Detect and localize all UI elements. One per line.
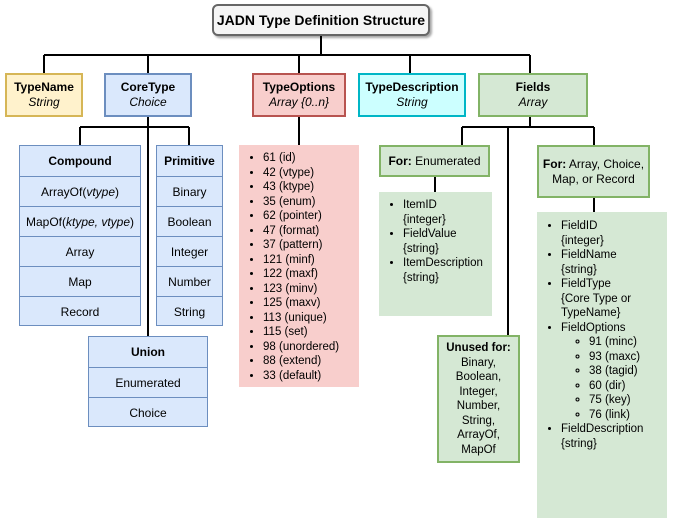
field-option: 75 (key) <box>589 393 667 408</box>
union-item: Choice <box>89 397 207 427</box>
mapof-arg: ktype, vtype <box>65 214 131 229</box>
type-option-item: 61 (id) <box>263 151 359 166</box>
unused-for-label: Unused for: <box>446 342 511 354</box>
type-option-item: 35 (enum) <box>263 195 359 210</box>
primitive-item: Number <box>157 266 222 296</box>
type-option-item: 122 (maxf) <box>263 267 359 282</box>
arrayof-prefix: ArrayOf( <box>40 184 87 199</box>
field-name-item: FieldName{string} <box>561 248 667 277</box>
field-options-sublist: 91 (minc) 93 (maxc) 38 (tagid) 60 (dir) … <box>561 335 667 422</box>
diagram-title-text: JADN Type Definition Structure <box>216 11 426 28</box>
core-type-node: CoreType Choice <box>104 73 192 117</box>
unused-for-item: Integer, <box>459 385 498 398</box>
for-compound-for: For: <box>542 156 567 171</box>
enumerated-item: ItemDescription{string} <box>403 256 492 285</box>
type-option-item: 98 (unordered) <box>263 340 359 355</box>
primitive-item: Integer <box>157 236 222 266</box>
union-item: Enumerated <box>89 367 207 397</box>
for-compound-value2: Map, or Record <box>552 171 635 186</box>
field-definitions-panel: FieldID{integer} FieldName{string} Field… <box>537 212 667 518</box>
compound-item: Map <box>20 266 140 296</box>
for-enumerated-node: For: Enumerated <box>379 145 490 177</box>
type-name-node: TypeName String <box>5 73 83 117</box>
type-option-item: 123 (minv) <box>263 282 359 297</box>
union-header: Union <box>131 345 165 359</box>
primitive-list: Primitive Binary Boolean Integer Number … <box>156 145 223 326</box>
type-name-label: TypeName <box>14 80 74 94</box>
unused-for-item: ArrayOf, <box>457 429 500 441</box>
type-option-item: 62 (pointer) <box>263 209 359 224</box>
compound-header: Compound <box>48 154 112 168</box>
type-option-item: 121 (minf) <box>263 253 359 268</box>
field-option: 93 (maxc) <box>589 350 667 365</box>
type-description-type: String <box>396 95 428 109</box>
type-option-item: 37 (pattern) <box>263 238 359 253</box>
primitive-header: Primitive <box>164 154 215 168</box>
for-compound-value: Array, Choice, <box>568 156 645 171</box>
arrayof-suffix: ) <box>115 184 120 199</box>
unused-for-item: Binary, <box>461 356 496 369</box>
enumerated-items-list: ItemID{integer} FieldValue{string} ItemD… <box>379 198 492 285</box>
type-option-item: 33 (default) <box>263 369 359 384</box>
type-options-panel: 61 (id) 42 (vtype) 43 (ktype) 35 (enum) … <box>239 145 359 387</box>
unused-for-item: MapOf <box>461 443 496 456</box>
primitive-item: Boolean <box>157 206 222 236</box>
type-option-item: 115 (set) <box>263 325 359 340</box>
field-option: 91 (minc) <box>589 335 667 350</box>
enumerated-item: FieldValue{string} <box>403 227 492 256</box>
field-option: 76 (link) <box>589 408 667 423</box>
unused-for-item: Boolean, <box>455 371 502 383</box>
type-description-node: TypeDescription String <box>358 73 466 117</box>
type-options-label: TypeOptions <box>262 80 336 94</box>
compound-list: Compound ArrayOf(vtype) MapOf(ktype, vty… <box>19 145 141 326</box>
type-name-type: String <box>28 95 60 109</box>
compound-item: Array <box>20 236 140 266</box>
type-option-item: 42 (vtype) <box>263 166 359 181</box>
compound-item-arrayof: ArrayOf(vtype) <box>20 176 140 206</box>
fields-label: Fields <box>515 80 551 94</box>
enumerated-item: ItemID{integer} <box>403 198 492 227</box>
field-definitions-list: FieldID{integer} FieldName{string} Field… <box>537 219 667 451</box>
type-option-item: 88 (extend) <box>263 354 359 369</box>
field-id-item: FieldID{integer} <box>561 219 667 248</box>
field-options-item: FieldOptions 91 (minc) 93 (maxc) 38 (tag… <box>561 321 667 423</box>
compound-item: Record <box>20 296 140 326</box>
type-option-item: 125 (maxv) <box>263 296 359 311</box>
unused-for-item: Number, <box>456 400 501 412</box>
unused-for-item: String, <box>461 414 496 427</box>
fields-type: Array <box>518 95 548 109</box>
arrayof-arg: vtype <box>86 184 116 199</box>
type-options-node: TypeOptions Array {0..n} <box>252 73 346 117</box>
type-option-item: 47 (format) <box>263 224 359 239</box>
type-options-type: Array {0..n} <box>268 95 330 109</box>
primitive-item: String <box>157 296 222 326</box>
field-description-item: FieldDescription{string} <box>561 422 667 451</box>
core-type-label: CoreType <box>120 80 176 94</box>
type-option-item: 113 (unique) <box>263 311 359 326</box>
for-enumerated-value: Enumerated <box>415 153 481 168</box>
for-enumerated-for: For: <box>388 153 412 168</box>
mapof-prefix: MapOf( <box>25 214 66 229</box>
core-type-type: Choice <box>129 95 167 109</box>
primitive-item: Binary <box>157 176 222 206</box>
fields-node: Fields Array <box>478 73 588 117</box>
for-compound-node: For: Array, Choice, Map, or Record <box>537 145 650 198</box>
union-list: Union Enumerated Choice <box>88 336 208 427</box>
field-option: 38 (tagid) <box>589 364 667 379</box>
compound-item-mapof: MapOf(ktype, vtype) <box>20 206 140 236</box>
type-options-list: 61 (id) 42 (vtype) 43 (ktype) 35 (enum) … <box>239 151 359 383</box>
type-description-label: TypeDescription <box>365 80 459 94</box>
mapof-suffix: ) <box>130 214 135 229</box>
type-option-item: 43 (ktype) <box>263 180 359 195</box>
unused-for-node: Unused for: Binary, Boolean, Integer, Nu… <box>437 335 520 463</box>
diagram-title: JADN Type Definition Structure <box>212 4 430 36</box>
field-option: 60 (dir) <box>589 379 667 394</box>
enumerated-items-panel: ItemID{integer} FieldValue{string} ItemD… <box>379 192 492 316</box>
